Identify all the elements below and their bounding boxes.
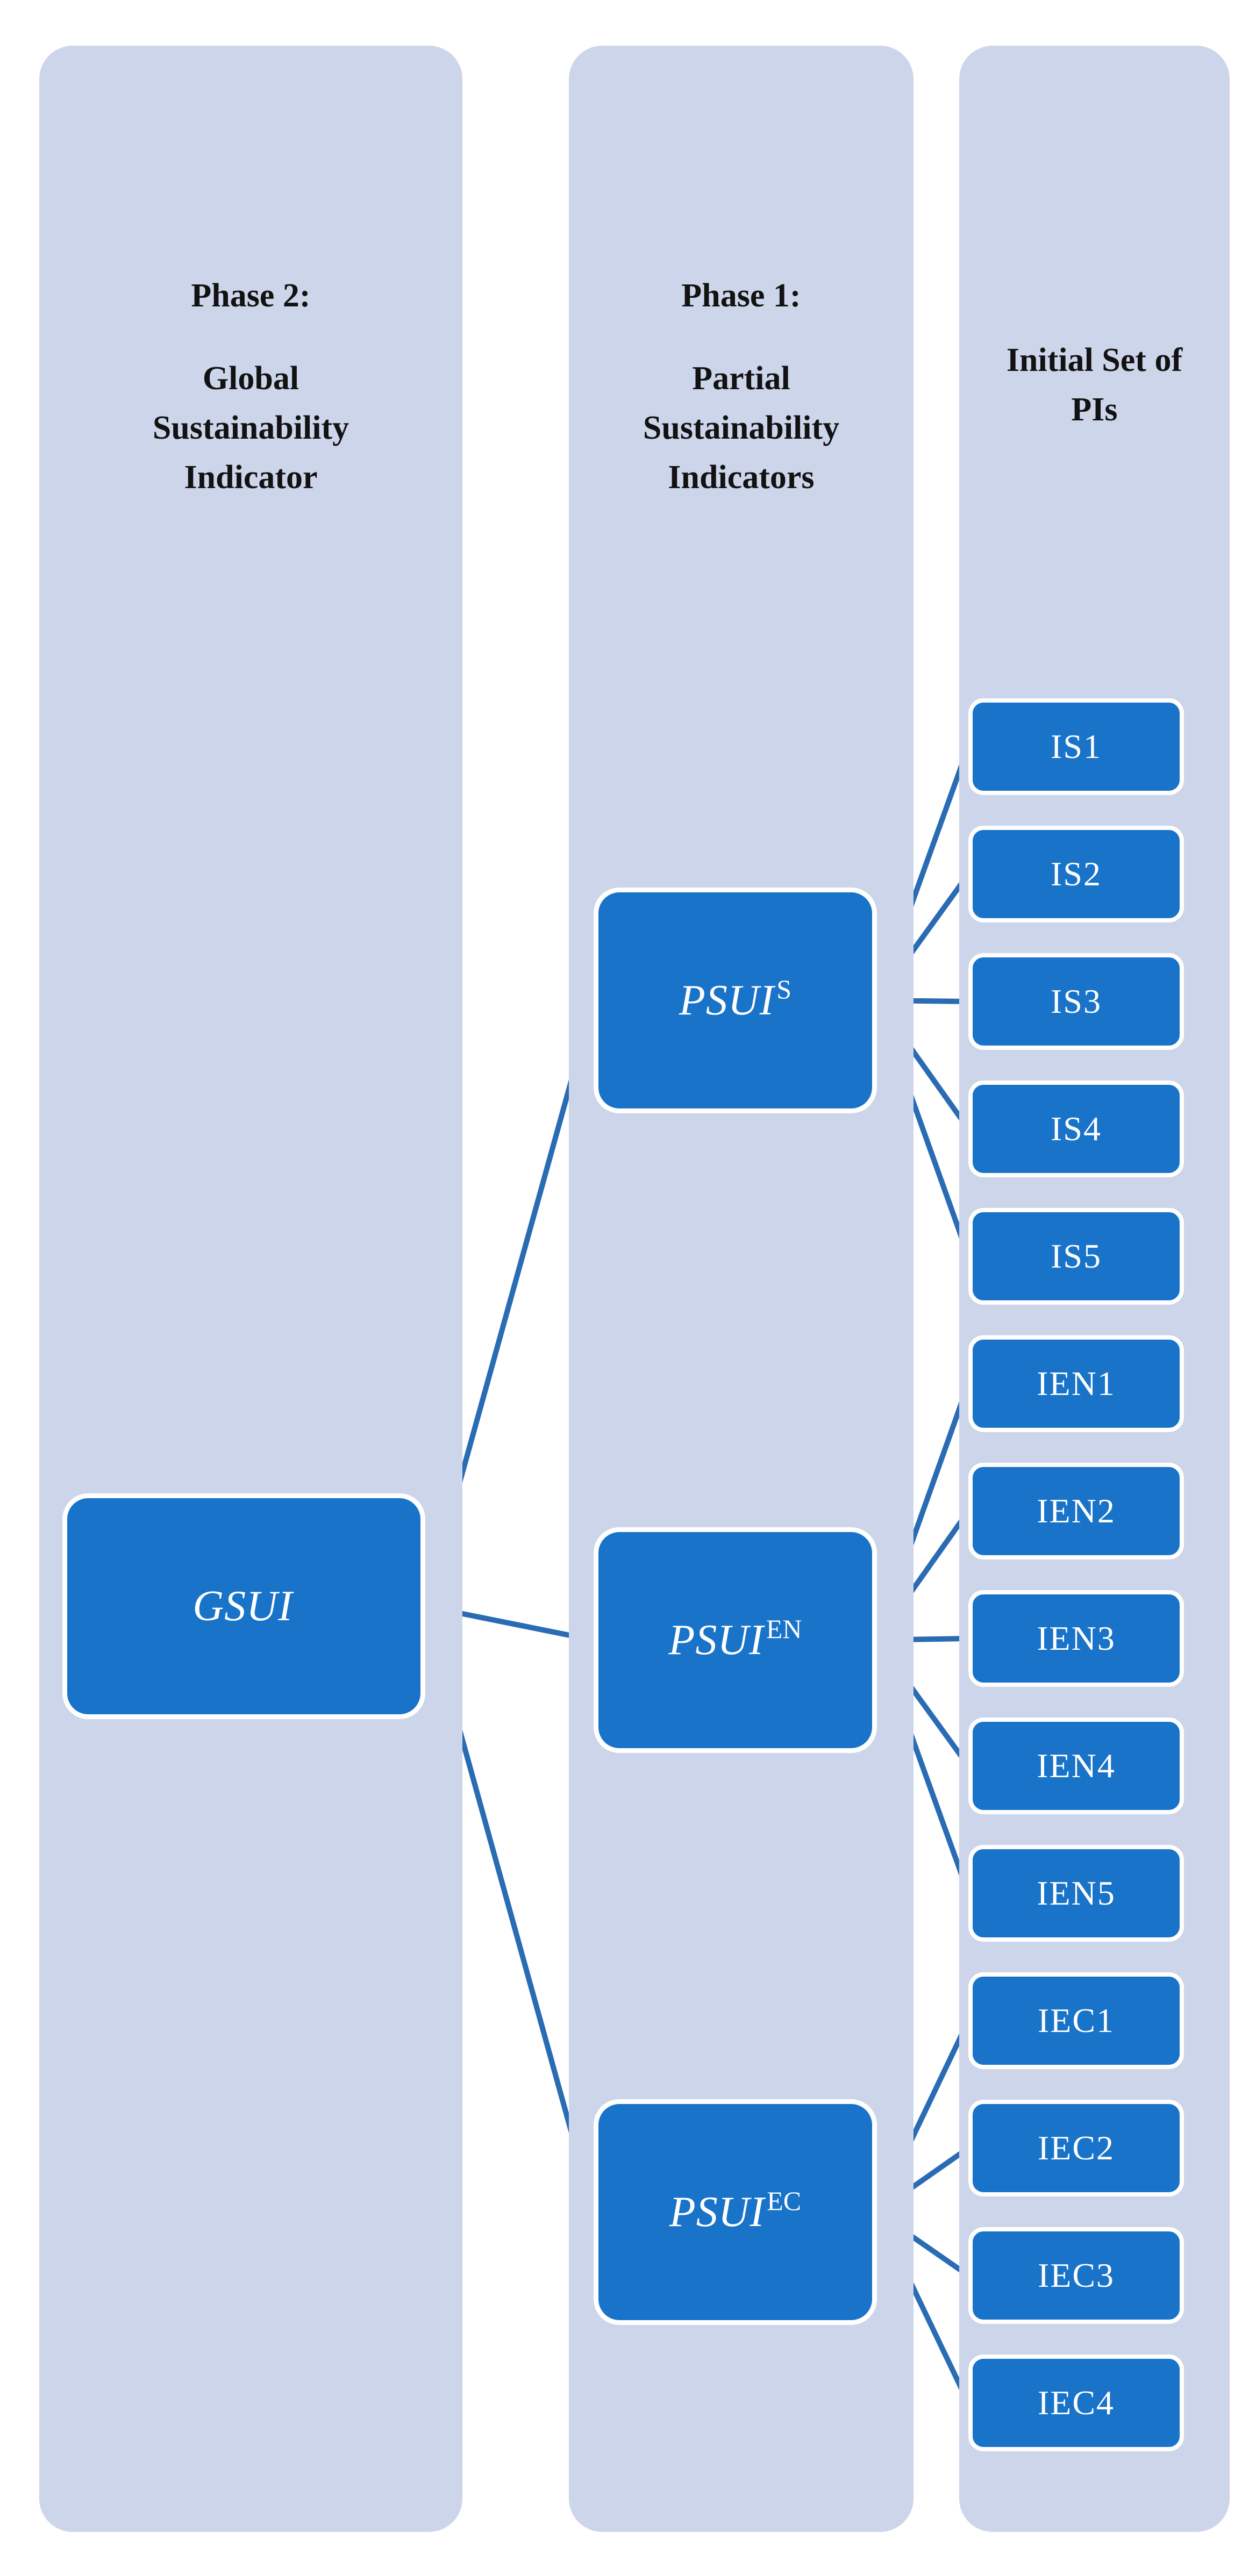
node-label: IS1	[1051, 727, 1102, 765]
node-iec4: IEC4	[968, 2355, 1184, 2451]
node-iec1: IEC1	[968, 1972, 1184, 2069]
node-psui-ec: PSUIEC	[594, 2099, 877, 2325]
panel-subtitle: Global Sustainability Indicator	[152, 360, 349, 496]
node-psui-en: PSUIEN	[594, 1527, 877, 1753]
node-psui-ec-label: PSUIEC	[669, 2185, 802, 2236]
node-label: IEC4	[1037, 2384, 1115, 2422]
node-is4: IS4	[968, 1081, 1184, 1177]
panel-subtitle: Partial Sustainability Indicators	[643, 360, 840, 496]
node-ien4: IEN4	[968, 1718, 1184, 1814]
node-label: IEN4	[1037, 1747, 1116, 1785]
node-psui-s: PSUIS	[594, 888, 877, 1113]
panel-subtitle: Initial Set of PIs	[1006, 342, 1183, 428]
panel-initial-set-header: Initial Set of PIs	[959, 46, 1230, 435]
node-ien1: IEN1	[968, 1335, 1184, 1432]
node-psui-s-label: PSUIS	[679, 974, 792, 1024]
node-psui-en-label: PSUIEN	[668, 1613, 802, 1664]
node-iec3: IEC3	[968, 2227, 1184, 2324]
node-gsui-label: GSUI	[192, 1582, 293, 1630]
panel-phase-2-header: Phase 2: Global Sustainability Indicator	[39, 46, 462, 503]
node-label: IS3	[1051, 982, 1102, 1020]
panel-phase-2: Phase 2: Global Sustainability Indicator	[39, 46, 462, 2532]
panel-title: Phase 2:	[191, 277, 311, 314]
node-label: IEC1	[1037, 2001, 1115, 2040]
node-is2: IS2	[968, 826, 1184, 922]
node-label: IS5	[1051, 1237, 1102, 1275]
node-label: IEC2	[1037, 2129, 1115, 2167]
node-iec2: IEC2	[968, 2100, 1184, 2196]
node-label: IEC3	[1037, 2256, 1115, 2294]
node-is5: IS5	[968, 1208, 1184, 1305]
node-ien3: IEN3	[968, 1590, 1184, 1687]
node-label: IEN1	[1037, 1364, 1116, 1403]
node-label: IEN2	[1037, 1492, 1116, 1530]
node-label: IEN3	[1037, 1619, 1116, 1657]
node-is3: IS3	[968, 953, 1184, 1050]
panel-title: Phase 1:	[681, 277, 801, 314]
node-ien2: IEN2	[968, 1463, 1184, 1559]
panel-phase-1-header: Phase 1: Partial Sustainability Indicato…	[569, 46, 914, 503]
node-gsui: GSUI	[62, 1493, 425, 1719]
node-label: IEN5	[1037, 1874, 1116, 1912]
node-label: IS4	[1051, 1110, 1102, 1148]
node-label: IS2	[1051, 855, 1102, 893]
node-is1: IS1	[968, 698, 1184, 795]
node-ien5: IEN5	[968, 1845, 1184, 1942]
